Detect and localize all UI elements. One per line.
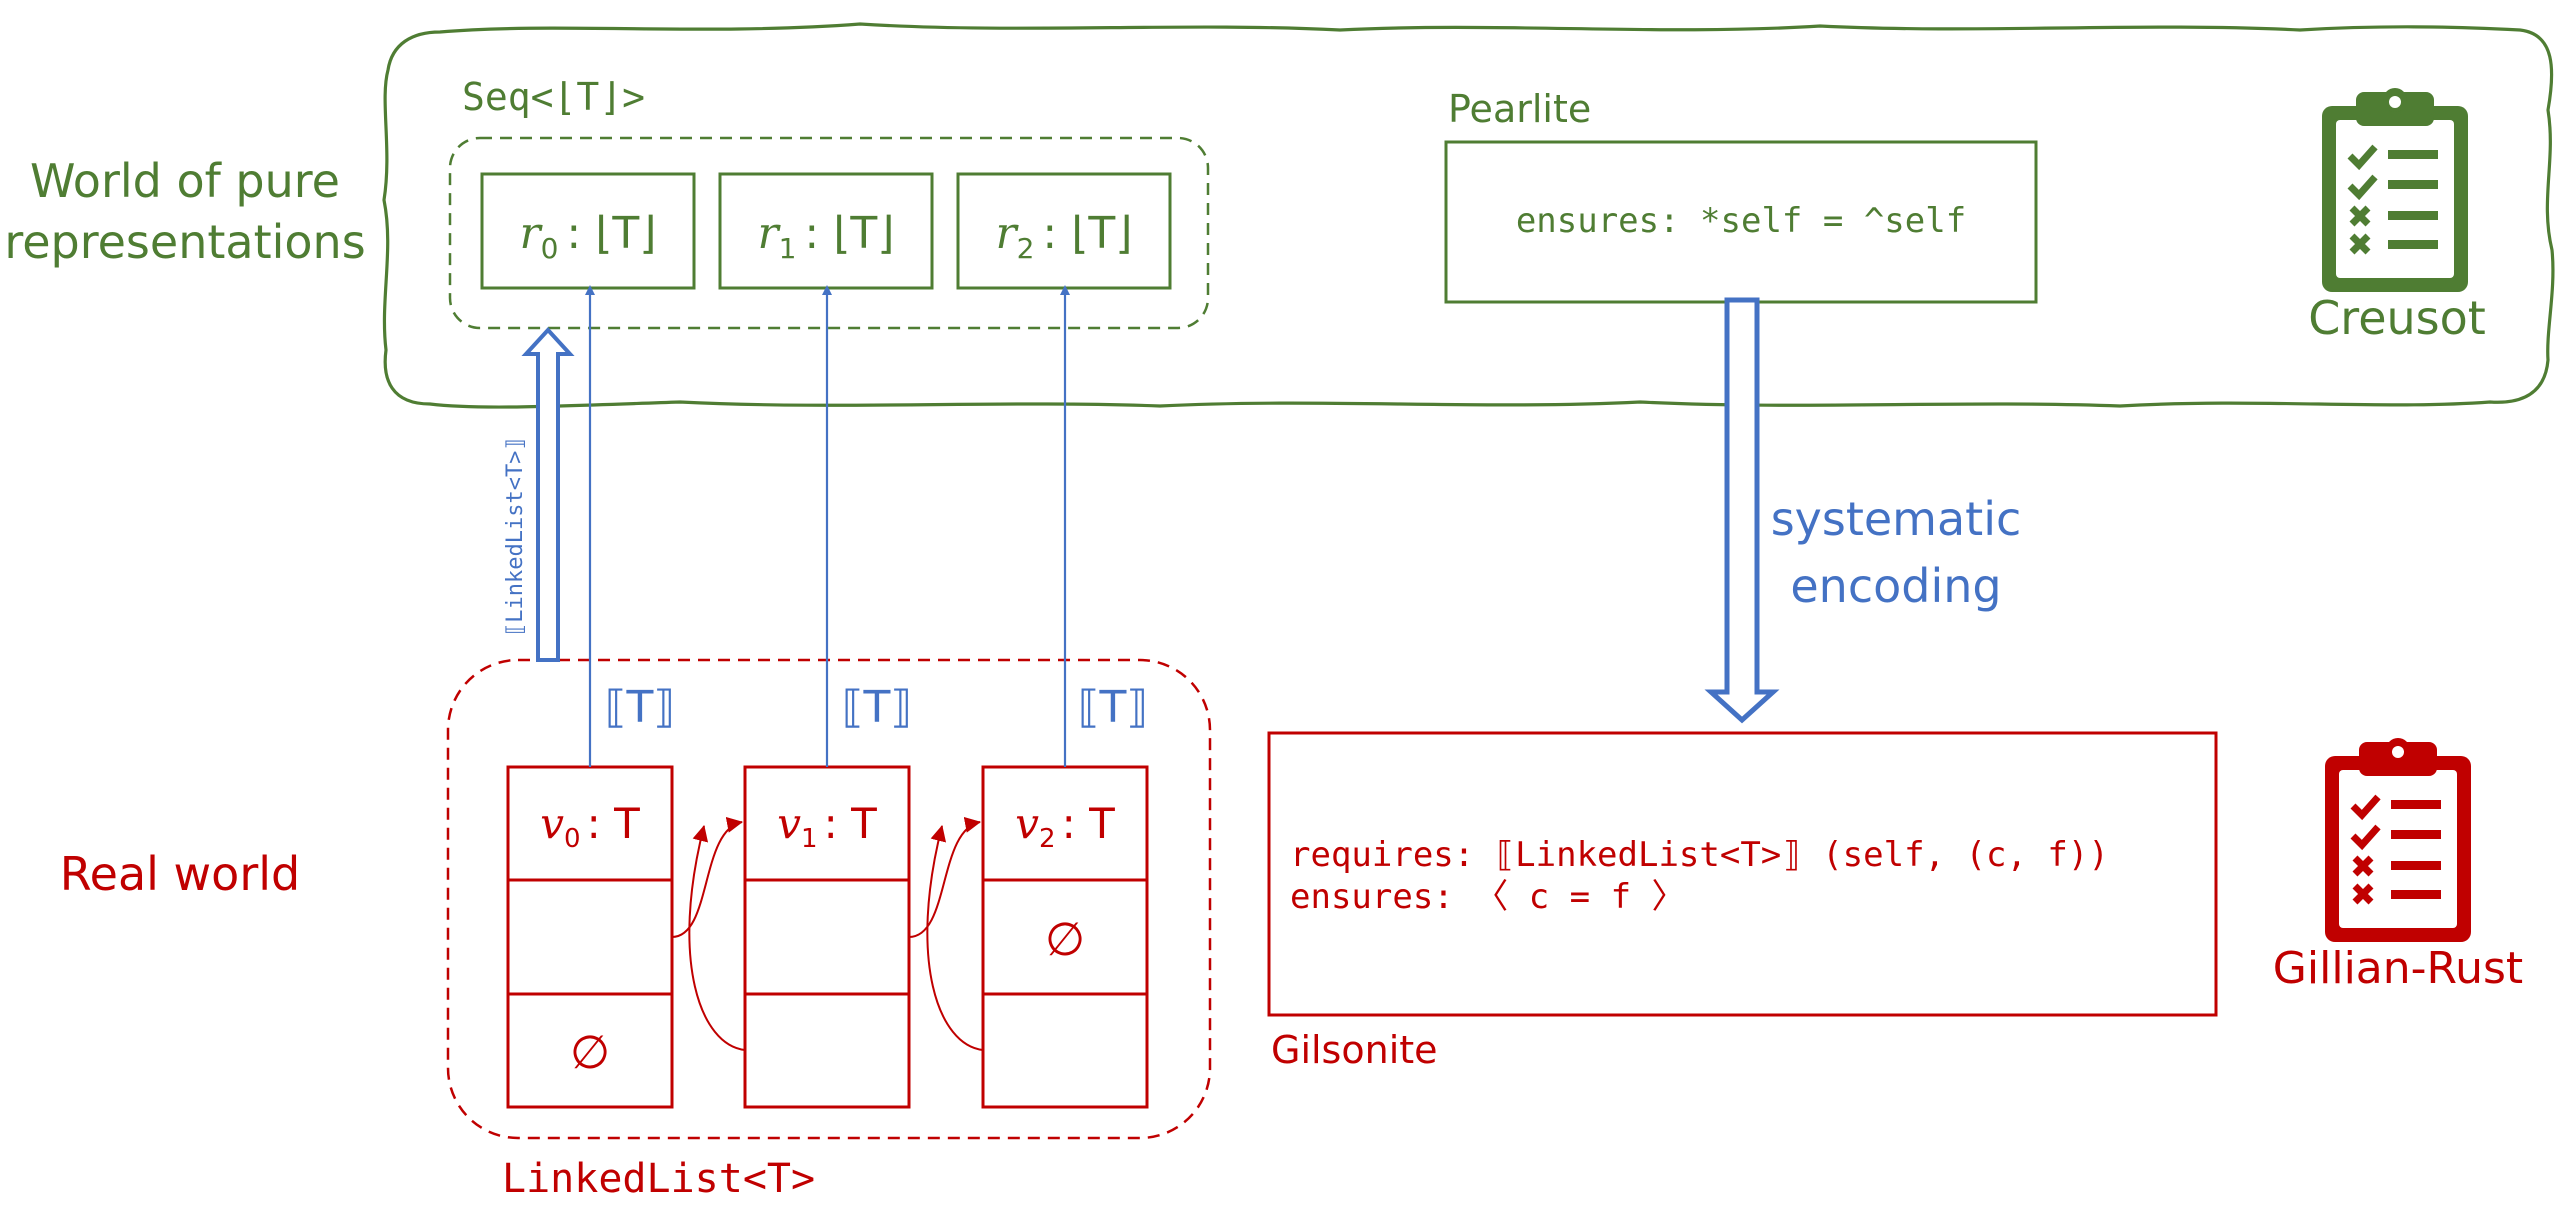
gilsonite-ensures: ensures: 〈 c = f 〉	[1290, 877, 1686, 917]
node-label-1: v1: T	[777, 799, 877, 854]
repr-arrow-label-1: ⟦T⟧	[842, 682, 912, 733]
repr-label-0: r0: ⌊T⌋	[520, 208, 657, 265]
ptr-node1-to-node0	[688, 825, 746, 1051]
ptr-node0-to-node1	[671, 816, 743, 938]
linkedlist-group-box	[446, 658, 1212, 1140]
gilsonite-label: Gilsonite	[1271, 1028, 1438, 1072]
clipboard-checklist-icon	[2322, 88, 2468, 292]
gilsonite-requires: requires: ⟦LinkedList<T>⟧ (self, (c, f))	[1290, 835, 2109, 875]
world-pure-label-line1: World of pure	[30, 154, 340, 208]
encoding-arrow	[1704, 297, 1780, 724]
null-next-node-0: ∅	[570, 1025, 610, 1079]
gillian-rust-label: Gillian-Rust	[2273, 943, 2523, 994]
real-world-label: Real world	[60, 847, 300, 901]
repr-arrow-label-2: ⟦T⟧	[1078, 682, 1148, 733]
ptr-node1-to-node2	[908, 816, 981, 938]
repr-label-1: r1: ⌊T⌋	[758, 208, 895, 265]
linkedlist-repr-arrow-label: ⟦LinkedList<T>⟧	[503, 437, 528, 636]
pearlite-label: Pearlite	[1448, 87, 1591, 131]
node-label-2: v2: T	[1015, 799, 1115, 854]
linkedlist-repr-arrow	[521, 327, 575, 662]
seq-group-box	[448, 136, 1210, 330]
linkedlist-type-label: LinkedList<T>	[502, 1156, 815, 1202]
encoding-label-line1: systematic	[1771, 492, 2022, 546]
clipboard-checklist-icon	[2325, 738, 2471, 942]
repr-label-2: r2: ⌊T⌋	[996, 208, 1133, 265]
repr-arrow-label-0: ⟦T⟧	[605, 682, 675, 733]
creusot-label: Creusot	[2308, 291, 2486, 345]
list-node-2	[981, 765, 1149, 1109]
pearlite-spec: ensures: *self = ^self	[1516, 201, 1966, 241]
ptr-node2-to-node1	[926, 825, 984, 1051]
gilsonite-box	[1267, 731, 2218, 1017]
seq-type-label: Seq<⌊T⌋>	[462, 75, 645, 119]
encoding-label-line2: encoding	[1790, 559, 2001, 613]
null-prev-node-2: ∅	[1045, 912, 1085, 966]
pure-world-boundary	[382, 22, 2555, 409]
world-pure-label-line2: representations	[4, 215, 365, 269]
node-label-0: v0: T	[540, 799, 640, 854]
